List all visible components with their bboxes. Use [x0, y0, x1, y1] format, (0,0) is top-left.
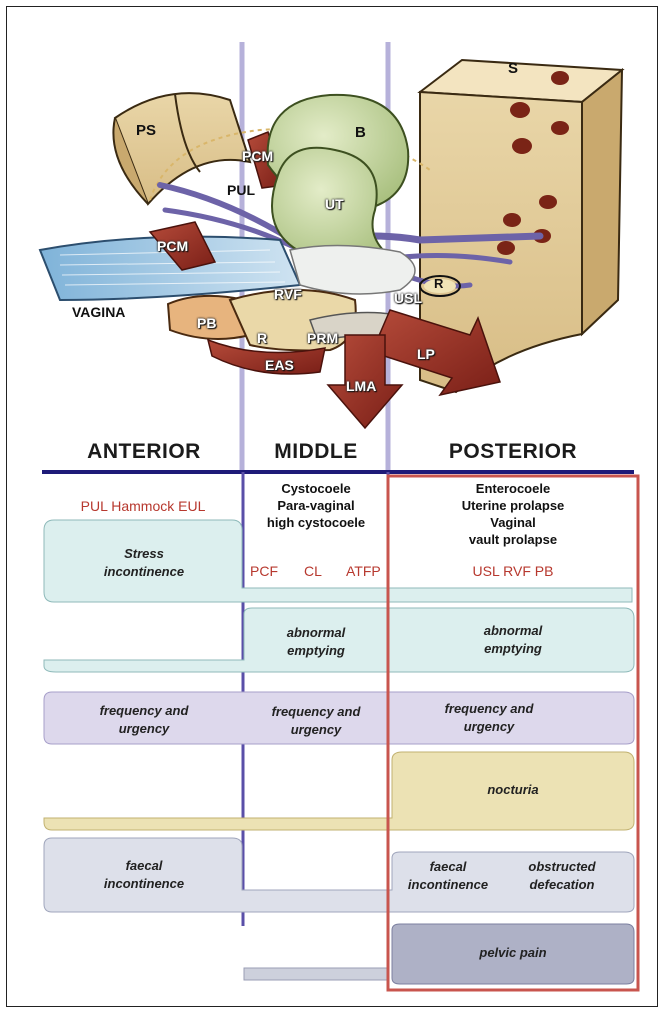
posterior-condition-3: Vaginal: [490, 515, 536, 530]
stress-incontinence-band: [43, 519, 633, 603]
pubic-symphysis-block: [112, 92, 252, 206]
frequency-urgency-band: [43, 691, 635, 745]
symptom-faecal-anterior: faecal incontinence: [60, 857, 228, 893]
symptom-abnormal-posterior-line-2: emptying: [484, 641, 542, 656]
cervix-junction: [289, 244, 416, 295]
label-usl: USL: [394, 290, 422, 306]
symptom-pelvic-pain: pelvic pain: [479, 945, 547, 960]
symptom-stress-incontinence: Stress incontinence: [60, 545, 228, 581]
posterior-conditions: Enterocoele Uterine prolapse Vaginal vau…: [400, 480, 626, 548]
label-ut: UT: [325, 196, 344, 212]
eas-muscle: [206, 338, 326, 375]
label-pcm-left: PCM: [157, 238, 189, 254]
posterior-zone-border: [386, 474, 640, 992]
posterior-condition-4: vault prolapse: [468, 532, 558, 547]
symptom-abnormal-middle-line-1: abnormal: [286, 625, 346, 640]
label-lma: LMA: [346, 378, 377, 394]
symptom-freq-middle-line-2: urgency: [290, 722, 342, 737]
pcm-left-muscle: [148, 221, 217, 271]
label-vagina: VAGINA: [72, 304, 126, 320]
r-ring: [419, 275, 461, 297]
symptom-faecal-anterior-line-2: incontinence: [103, 876, 185, 891]
label-lp: LP: [417, 346, 435, 362]
symptom-freq-anterior-line-2: urgency: [118, 721, 170, 736]
symptom-stress-line-1: Stress: [124, 546, 164, 561]
heading-middle: MIDDLE: [274, 440, 358, 463]
middle-structure-cl: CL: [304, 563, 322, 579]
symptom-obstructed-defecation: obstructed defecation: [510, 858, 614, 894]
label-pb: PB: [197, 315, 217, 331]
anterior-structures: PUL Hammock EUL: [80, 498, 206, 514]
symptom-freq-posterior-line-2: urgency: [463, 719, 515, 734]
posterior-condition-2: Uterine prolapse: [461, 498, 565, 513]
posterior-condition-1: Enterocoele: [475, 481, 551, 496]
faecal-incontinence-band: [43, 837, 635, 913]
symptom-faecal-posterior-line-1: faecal: [429, 859, 467, 874]
label-r-right: R: [434, 276, 444, 291]
lma-arrow: [326, 334, 404, 430]
label-ps: PS: [136, 122, 157, 139]
middle-conditions: Cystocoele Para-vaginal high cystocoele: [246, 480, 386, 531]
uterus-shape: [271, 146, 398, 269]
symptom-frequency-posterior: frequency and urgency: [414, 700, 564, 736]
pelvic-pain-band: [391, 923, 635, 985]
symptom-freq-middle-line-1: frequency and: [271, 704, 361, 719]
symptom-faecal-anterior-line-1: faecal: [125, 858, 163, 873]
r-ring-inner: [424, 279, 456, 293]
symptom-abnormal-emptying-posterior: abnormal emptying: [398, 622, 628, 658]
symptom-obstructed-line-2: defecation: [529, 877, 595, 892]
symptom-abnormal-emptying-middle: abnormal emptying: [246, 624, 386, 660]
symptom-abnormal-posterior-line-1: abnormal: [483, 623, 543, 638]
middle-structure-pcf: PCF: [250, 563, 278, 579]
label-pcm-top: PCM: [242, 148, 274, 164]
symptom-stress-line-2: incontinence: [103, 564, 185, 579]
nocturia-band: [43, 751, 635, 831]
figure-frame: [6, 6, 658, 1007]
symptom-faecal-posterior: faecal incontinence: [398, 858, 498, 894]
abnormal-emptying-band: [43, 607, 635, 673]
label-s: S: [508, 60, 519, 77]
symptom-faecal-posterior-line-2: incontinence: [407, 877, 489, 892]
heading-posterior: POSTERIOR: [448, 440, 578, 463]
symptom-nocturia: nocturia: [487, 782, 539, 797]
symptom-obstructed-line-1: obstructed: [528, 859, 596, 874]
label-prm: PRM: [307, 330, 339, 346]
label-r-left: R: [257, 330, 268, 346]
symptom-frequency-middle: frequency and urgency: [246, 703, 386, 739]
symptom-abnormal-middle-line-2: emptying: [287, 643, 345, 658]
vagina-texture: [59, 249, 286, 286]
symptom-frequency-anterior: frequency and urgency: [60, 702, 228, 738]
posterior-structures: USL RVF PB: [472, 563, 554, 579]
label-b: B: [355, 124, 366, 141]
middle-zone-floor: [243, 967, 389, 981]
middle-condition-3: high cystocoele: [266, 515, 366, 530]
middle-condition-1: Cystocoele: [281, 481, 351, 496]
middle-condition-2: Para-vaginal: [277, 498, 355, 513]
symptom-freq-posterior-line-1: frequency and: [444, 701, 534, 716]
middle-structure-atfp: ATFP: [346, 563, 381, 579]
symptom-freq-anterior-line-1: frequency and: [99, 703, 189, 718]
heading-anterior: ANTERIOR: [87, 440, 201, 463]
label-pul: PUL: [227, 182, 255, 198]
label-eas: EAS: [265, 357, 294, 373]
label-rvf: RVF: [274, 286, 302, 302]
